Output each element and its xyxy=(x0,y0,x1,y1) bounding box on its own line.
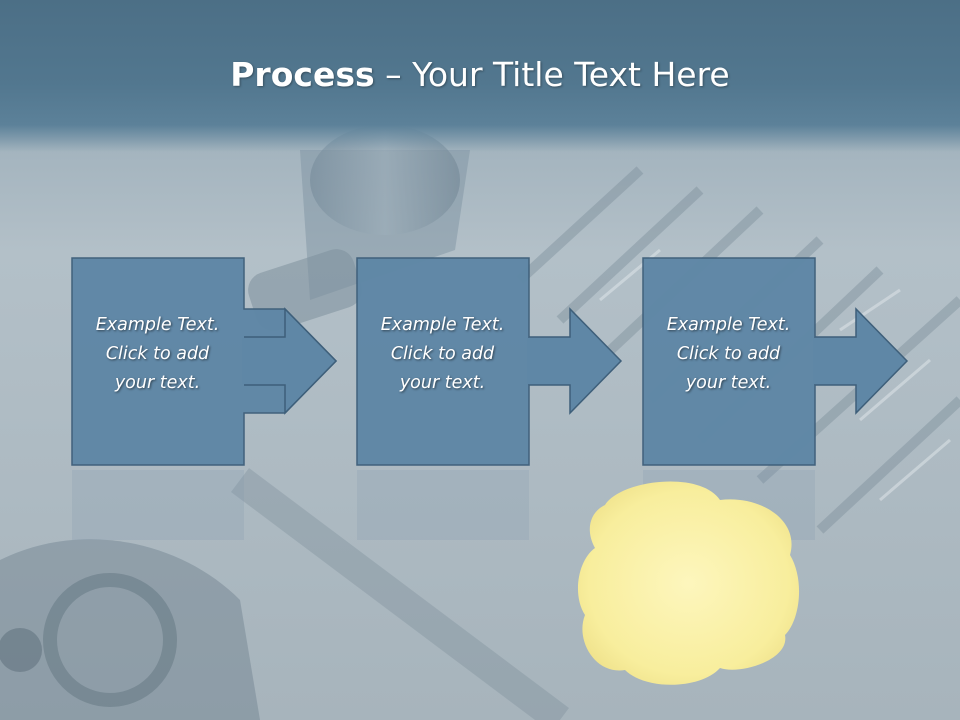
process-step-1[interactable]: Example Text. Click to add your text. xyxy=(71,257,338,466)
oil-drop xyxy=(577,481,800,685)
process-step-3[interactable]: Example Text. Click to add your text. xyxy=(642,257,909,466)
step-line-3: your text. xyxy=(685,373,772,393)
title-bold: Process xyxy=(230,55,375,94)
step-shape xyxy=(642,257,909,466)
step-shape xyxy=(71,257,338,466)
step-line-3: your text. xyxy=(114,373,201,393)
title-rest: – Your Title Text Here xyxy=(374,55,730,94)
step-line-2: Click to add xyxy=(676,344,781,364)
process-step-2[interactable]: Example Text. Click to add your text. xyxy=(356,257,623,466)
step-line-2: Click to add xyxy=(105,344,210,364)
slide-title[interactable]: Process – Your Title Text Here xyxy=(0,52,960,98)
title-bar xyxy=(0,0,960,152)
step-line-1: Example Text. xyxy=(380,315,505,335)
step-line-3: your text. xyxy=(399,373,486,393)
step-text: Example Text. Click to add your text. xyxy=(642,311,815,398)
step-line-1: Example Text. xyxy=(95,315,220,335)
step-text: Example Text. Click to add your text. xyxy=(356,311,529,398)
step-line-2: Click to add xyxy=(390,344,495,364)
step-shape xyxy=(356,257,623,466)
step-text: Example Text. Click to add your text. xyxy=(71,311,244,398)
step-line-1: Example Text. xyxy=(666,315,791,335)
